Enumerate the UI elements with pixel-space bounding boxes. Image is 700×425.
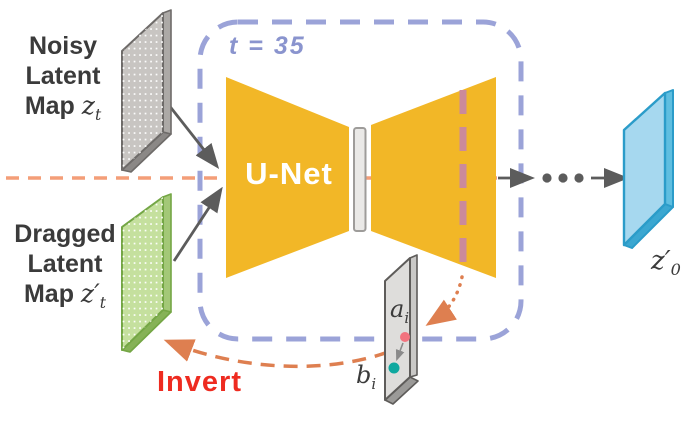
ellipsis-icon <box>542 173 584 183</box>
dragged-latent-symbol: z′t <box>80 279 107 312</box>
unet-decoder <box>371 77 496 278</box>
invert-arrow <box>163 339 389 368</box>
ellipsis-dot <box>574 173 584 183</box>
noisy-latent-symbol: zt <box>81 91 102 124</box>
noisy-label-line3: Map zt <box>4 91 122 130</box>
dragged-label-line1: Dragged <box>14 220 116 248</box>
dragged-label-map-word: Map <box>23 280 74 308</box>
unet-label: U-Net <box>245 156 333 191</box>
feature-extraction-arrow <box>425 275 464 326</box>
unet-encoder <box>226 77 349 278</box>
panel-side-face <box>409 254 418 378</box>
dragged-label-line2: Latent <box>27 250 103 278</box>
timestep-label: t = 35 <box>229 32 306 60</box>
noisy-label-map-word: Map <box>24 92 75 120</box>
point-a-label: ai <box>390 295 410 327</box>
ellipsis-dot <box>558 173 568 183</box>
noisy-slab-dot-texture <box>122 13 163 170</box>
noisy-label-line2: Latent <box>25 62 101 90</box>
unet-bottleneck <box>353 127 367 232</box>
dragged-label-line3: Map z′t <box>4 279 126 318</box>
drag-arrow <box>395 342 405 362</box>
ellipsis-dot <box>542 173 552 183</box>
dragged-slab-side-face <box>162 193 172 313</box>
invert-label: Invert <box>157 366 242 398</box>
feature-map-panel <box>384 254 419 405</box>
handle-point-a <box>400 332 410 342</box>
dragged-latent-label: Dragged Latent Map z′t <box>4 219 126 318</box>
noisy-latent-label: Noisy Latent Map zt <box>4 31 122 130</box>
panel-front-face <box>384 257 411 401</box>
noisy-label-line1: Noisy <box>28 32 98 60</box>
output-slab-front-face <box>622 91 667 247</box>
dragged-latent-slab <box>121 193 172 353</box>
target-point-b <box>388 362 400 374</box>
point-b-label: bi <box>356 361 377 393</box>
noisy-latent-slab <box>121 9 172 173</box>
output-latent-label: z′0 <box>651 246 681 280</box>
dragged-slab-dot-texture <box>122 197 163 350</box>
noisy-slab-side-face <box>162 9 172 135</box>
output-latent-slab <box>622 89 674 249</box>
dragged-input-arrow <box>172 186 223 262</box>
noisy-input-arrow <box>166 103 220 169</box>
